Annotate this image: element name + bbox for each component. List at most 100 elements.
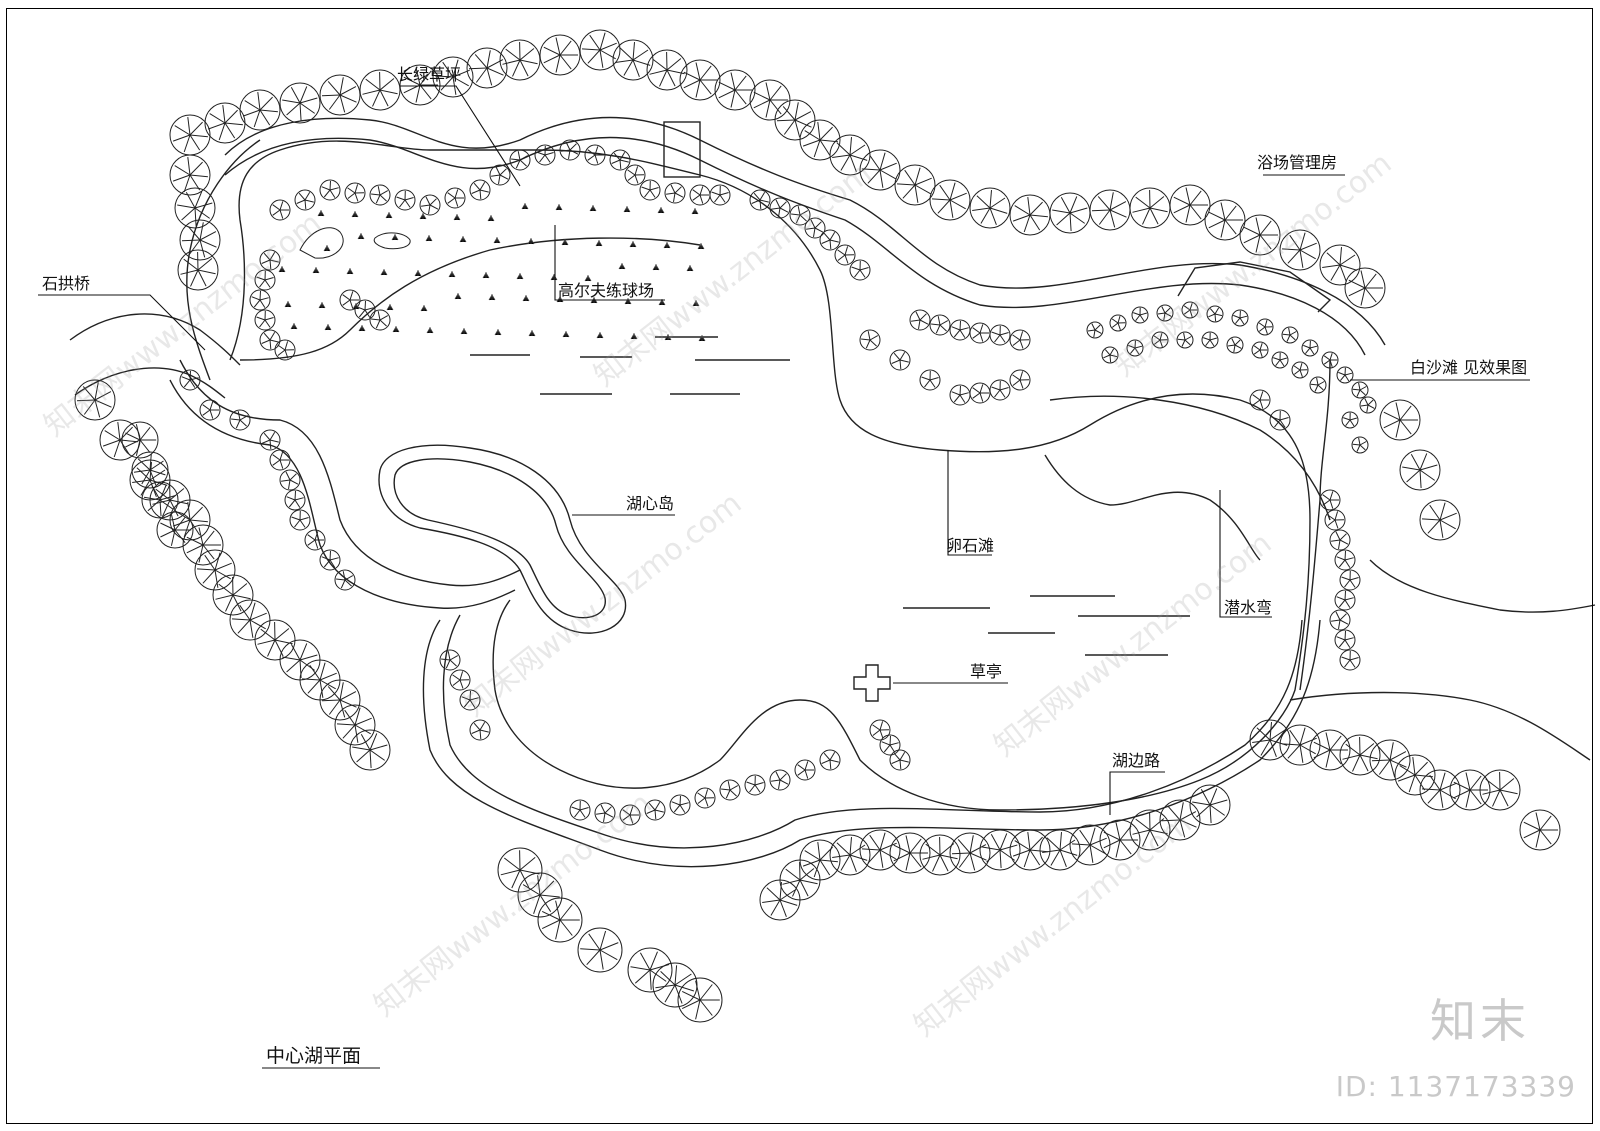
shrub-tree (989, 324, 1011, 346)
label-lawn: 长绿草坪 (397, 65, 461, 84)
shrub-tree (1359, 396, 1377, 414)
shrub-tree (744, 774, 766, 796)
grass-tick (414, 270, 422, 277)
canopy-tree (334, 704, 376, 746)
grass-tick (589, 205, 597, 212)
grass-tick (346, 268, 354, 275)
island-outline-inner (393, 458, 606, 619)
shrub-tree (249, 289, 271, 311)
watermark-brand: 知末 (1430, 994, 1530, 1048)
shrub-tree (334, 569, 356, 591)
shrub-tree (1201, 331, 1219, 349)
grass-tick (420, 305, 428, 312)
canopy-tree (319, 679, 361, 721)
outer-path-north-inner (224, 136, 1366, 356)
canopy-tree (1159, 799, 1201, 841)
leader-pebble (947, 450, 992, 556)
label-bathhouse: 浴场管理房 (1257, 153, 1337, 172)
leader-golf (554, 225, 665, 301)
shrub-tree (559, 139, 581, 161)
canopy-tree (1394, 754, 1436, 796)
canopy-tree (677, 977, 723, 1023)
shrub-tree (1336, 366, 1354, 384)
leader-dive (1219, 490, 1272, 618)
shrub-tree (1009, 329, 1031, 351)
shrub-tree (459, 689, 481, 711)
shrub-tree (849, 259, 871, 281)
shrub-tree (269, 449, 291, 471)
grass-tick (290, 323, 298, 330)
shrub-tree (1301, 339, 1319, 357)
grass-tick (698, 335, 706, 342)
grass-tick (284, 301, 292, 308)
shrub-tree (229, 409, 251, 431)
canopy-tree (432, 56, 474, 98)
shrub-tree (1176, 331, 1194, 349)
grass-tick (686, 265, 694, 272)
label-sand-beach: 白沙滩 见效果图 (1410, 358, 1527, 377)
canopy-tree (759, 879, 801, 921)
shrub-tree (1269, 409, 1291, 431)
canopy-tree (1239, 214, 1281, 256)
grass-tick (487, 215, 495, 222)
shrub-tree (1339, 649, 1361, 671)
canopy-tree (1129, 187, 1171, 229)
grass-tick (318, 302, 326, 309)
label-pebble-beach: 卵石滩 (946, 536, 994, 555)
bathhouse-deck (1177, 261, 1332, 313)
grass-tick (357, 233, 365, 240)
shrub-tree (719, 779, 741, 801)
shrub-tree (1351, 381, 1369, 399)
shrub-tree (1341, 411, 1359, 429)
canopy-tree (929, 179, 971, 221)
canopy-tree (646, 49, 688, 91)
canopy-tree (859, 829, 901, 871)
south-road-inner (442, 614, 1303, 849)
shrub-tree (1271, 351, 1289, 369)
canopy-tree (969, 187, 1011, 229)
shrub-tree (889, 349, 911, 371)
canopy-tree (169, 114, 211, 156)
shrub-tree (1281, 326, 1299, 344)
canopy-tree (279, 639, 321, 681)
grass-tick (618, 263, 626, 270)
canopy-tree (652, 962, 698, 1008)
shrub-tree (444, 187, 466, 209)
shrub-tree (1126, 339, 1144, 357)
canopy-tree (182, 524, 224, 566)
canopy-tree (539, 34, 581, 76)
shrub-tree (1309, 376, 1327, 394)
grass-tick (448, 271, 456, 278)
shrub-tree (339, 289, 361, 311)
grass-tick (493, 237, 501, 244)
shrub-tree (1156, 304, 1174, 322)
label-island: 湖心岛 (626, 494, 674, 513)
shrub-tree (1329, 609, 1351, 631)
shrub-tree (1334, 549, 1356, 571)
grass-tick (516, 273, 524, 280)
grass-tick (595, 240, 603, 247)
canopy-tree (612, 39, 654, 81)
label-golf: 高尔夫练球场 (558, 281, 654, 300)
shrub-tree (819, 229, 841, 251)
grass-tick (561, 239, 569, 246)
shrub-tree (879, 734, 901, 756)
leader-lawn (400, 85, 521, 187)
canopy-tree (1129, 809, 1171, 851)
grass-tick (278, 266, 286, 273)
shrub-tree (769, 197, 791, 219)
canopy-tree (1189, 784, 1231, 826)
canopy-tree (799, 119, 841, 161)
beach-arc-1 (1049, 395, 1331, 521)
bridge-stream-top (69, 313, 241, 366)
page-title: 中心湖平面 (266, 1045, 361, 1067)
grass-tick (522, 295, 530, 302)
shrub-tree (259, 329, 281, 351)
grass-tick (358, 325, 366, 332)
grass-tick (494, 329, 502, 336)
shrub-tree (1339, 569, 1361, 591)
canopy-tree (894, 164, 936, 206)
shrub-tree (369, 309, 391, 331)
shrub-tree (1351, 436, 1369, 454)
